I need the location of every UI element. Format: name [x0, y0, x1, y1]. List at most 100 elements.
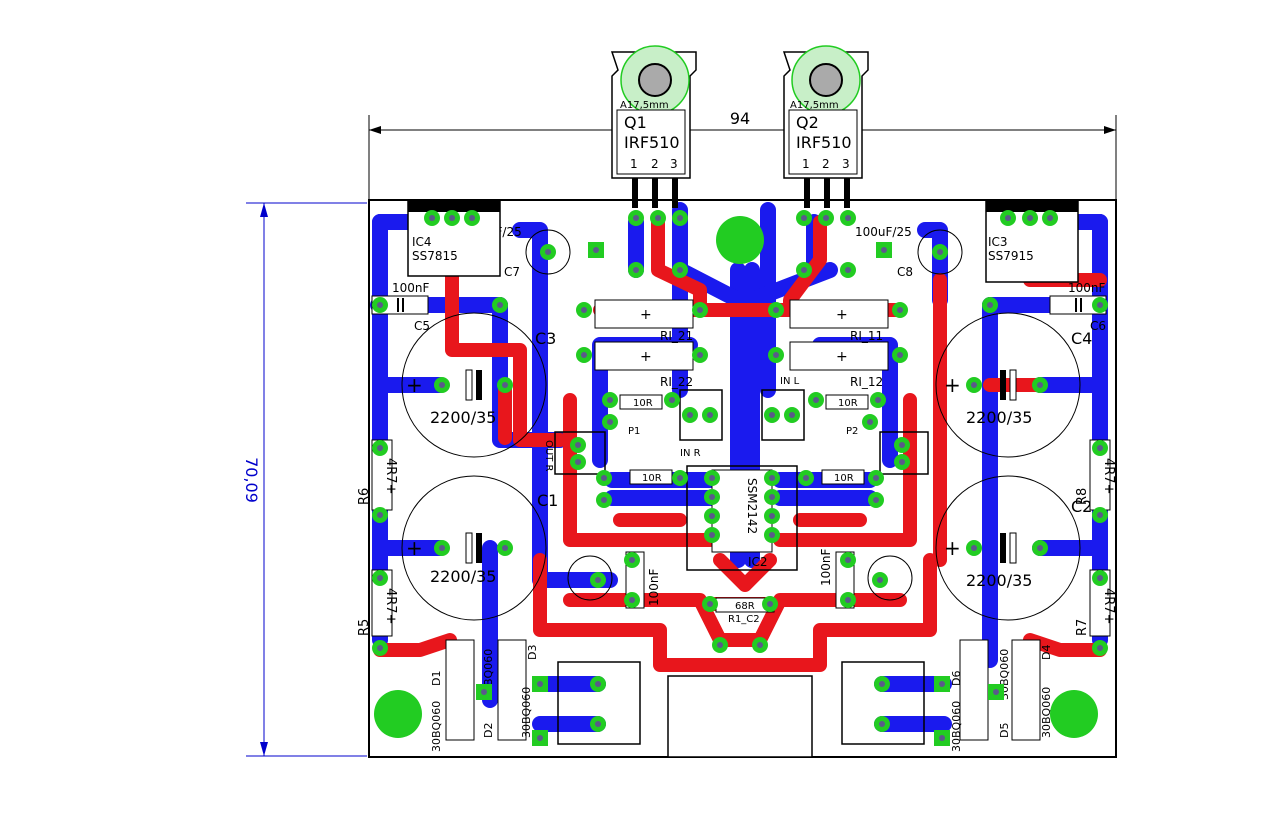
- pad-hole: [1097, 445, 1103, 451]
- pad-hole: [497, 302, 503, 308]
- pad-hole: [439, 382, 445, 388]
- pad-hole: [769, 513, 775, 519]
- d4-value: 30BQ060: [1040, 687, 1053, 738]
- d6-value: 30BQ060: [950, 701, 963, 752]
- height-dimension-label: 70,09: [242, 457, 261, 503]
- c6-ref: C6: [1090, 319, 1106, 333]
- pad-hole: [629, 557, 635, 563]
- svg-text:+: +: [640, 349, 652, 365]
- pad-hole: [595, 681, 601, 687]
- pad-hole: [629, 597, 635, 603]
- pad-hole: [687, 412, 693, 418]
- pad-hole: [1097, 302, 1103, 308]
- pad-hole: [845, 557, 851, 563]
- pad-hole: [449, 215, 455, 221]
- pad-hole: [633, 267, 639, 273]
- svg-text:+: +: [406, 536, 423, 560]
- r8-value: 4R7+: [1101, 458, 1116, 494]
- pad-hole: [581, 352, 587, 358]
- width-dimension: 94: [368, 109, 1117, 200]
- c6-value: 100nF: [1068, 281, 1106, 295]
- film-capacitors: 100nF C5 100nF C6 100nF 100nF: [371, 281, 1107, 609]
- c5-value: 100nF: [392, 281, 430, 295]
- pad-hole: [937, 249, 943, 255]
- pad-hole: [877, 577, 883, 583]
- svg-text:+: +: [836, 307, 848, 323]
- c1-ref: C1: [537, 491, 558, 510]
- d1-ref: D1: [430, 671, 443, 686]
- c5-ref: C5: [414, 319, 430, 333]
- capacitor-c2: + 2200/35 C2: [935, 475, 1092, 621]
- pad-hole: [502, 545, 508, 551]
- pad-hole: [769, 412, 775, 418]
- pad-hole: [1005, 215, 1011, 221]
- pad-hole: [801, 215, 807, 221]
- pad-hole: [601, 497, 607, 503]
- p1-label: P1: [628, 426, 640, 437]
- r7-value: 4R7+: [1101, 588, 1116, 624]
- pad-hole: [709, 475, 715, 481]
- in-r-label: IN R: [680, 448, 701, 459]
- pad-hole: [769, 494, 775, 500]
- svg-text:+: +: [406, 373, 423, 397]
- r5-ref: R5: [357, 619, 372, 636]
- pad-hole: [502, 382, 508, 388]
- pad-hole: [939, 735, 945, 741]
- pad-hole: [709, 532, 715, 538]
- pad-hole: [897, 307, 903, 313]
- c2-value: 2200/35: [966, 571, 1032, 590]
- pad-hole: [773, 352, 779, 358]
- height-dimension: 70,09: [242, 202, 367, 757]
- d2-ref: D2: [482, 723, 495, 738]
- diodes: D1 D2 D3 D4 D5 D6 30BQ060 30BQ060 30BQ06…: [430, 639, 1053, 752]
- d4-ref: D4: [1040, 645, 1053, 660]
- out-r-label: OUT R: [543, 440, 554, 471]
- pad-hole: [867, 419, 873, 425]
- pad-hole: [1037, 545, 1043, 551]
- c10-value: 100nF: [819, 548, 833, 586]
- pad-hole: [575, 459, 581, 465]
- small-resistors: 10R 10R 10R 10R 68R R1_C2: [619, 394, 869, 625]
- ic2-ref: IC2: [748, 555, 768, 569]
- connectors: OUT R IN R IN L P1 P2: [543, 376, 929, 758]
- pad-hole: [1047, 215, 1053, 221]
- pad-hole: [1097, 512, 1103, 518]
- d6-ref: D6: [950, 671, 963, 686]
- pad-hole: [717, 642, 723, 648]
- pad-hole: [697, 307, 703, 313]
- pad-hole: [897, 352, 903, 358]
- pad-hole: [1097, 645, 1103, 651]
- pad-hole: [537, 735, 543, 741]
- pad-hole: [1097, 575, 1103, 581]
- pad-hole: [633, 215, 639, 221]
- pad-hole: [595, 721, 601, 727]
- pad-hole: [429, 215, 435, 221]
- c4-value: 2200/35: [966, 408, 1032, 427]
- d5-ref: D5: [998, 723, 1011, 738]
- pad-hole: [707, 601, 713, 607]
- ri21-ref: RI_21: [660, 329, 693, 343]
- pad-hole: [971, 545, 977, 551]
- pad-hole: [987, 302, 993, 308]
- d3-ref: D3: [526, 645, 539, 660]
- capacitor-c3: + 2200/35 C3: [401, 312, 556, 458]
- mounting-hole-bottom-right: [1050, 690, 1098, 738]
- q1-value: IRF510: [624, 133, 680, 152]
- pad-hole: [757, 642, 763, 648]
- q2-pin3: 3: [842, 157, 850, 171]
- pad-hole: [823, 215, 829, 221]
- pad-hole: [845, 215, 851, 221]
- q1-note: A17,5mm: [620, 100, 669, 111]
- pad-hole: [1027, 215, 1033, 221]
- pad-hole: [845, 267, 851, 273]
- pad-hole: [873, 497, 879, 503]
- pad-hole: [803, 475, 809, 481]
- pad-hole: [697, 352, 703, 358]
- c3-value: 2200/35: [430, 408, 496, 427]
- pad-hole: [709, 513, 715, 519]
- r1c2-value: 68R: [735, 601, 755, 612]
- transistors: A17,5mm Q1 IRF510 1 2 3 A17,5mm Q2 IRF51…: [610, 45, 869, 208]
- transistor-q1: A17,5mm Q1 IRF510 1 2 3: [610, 45, 697, 208]
- q1-pin3: 3: [670, 157, 678, 171]
